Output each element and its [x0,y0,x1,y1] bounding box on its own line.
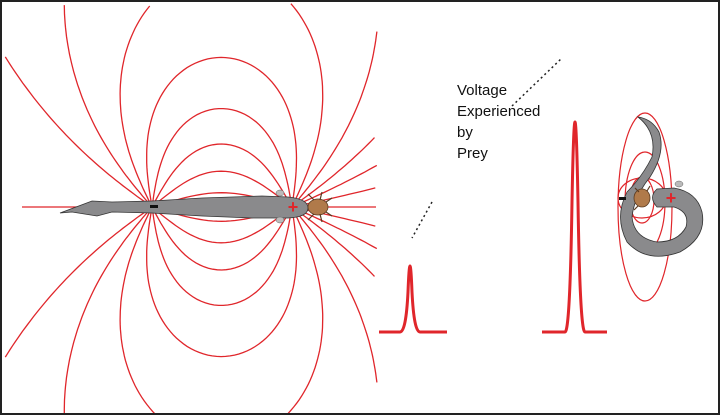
field-line [63,5,378,206]
label-line: by [457,124,473,141]
label-line: Experienced [457,103,541,120]
prey-crayfish-left [307,191,333,223]
field-line [153,170,291,206]
field-line [146,209,298,358]
field-line [151,107,293,205]
field-line [119,208,324,413]
field-line [151,209,293,307]
field-line [294,164,378,207]
field-line [153,208,291,244]
negative-pole [150,205,158,208]
prey-crayfish-right [633,185,651,211]
eel-straight [59,189,309,224]
small-voltage-pulse [379,264,447,334]
field-line [294,207,378,250]
field-line [146,56,298,205]
label-line: Voltage [457,82,508,99]
eel-curled [619,116,704,257]
positive-pole-left: + [288,197,299,217]
voltage-label: Voltage Experienced by Prey [457,80,540,164]
pointer-large-pulse [511,57,563,107]
field-line [153,143,292,205]
field-line [119,3,324,206]
pointer-small-pulse [411,201,433,239]
field-line [4,56,375,206]
negative-pole-curled [619,197,626,200]
large-voltage-pulse [542,120,607,334]
field-line [4,208,375,358]
positive-pole-right: + [666,188,677,208]
field-line [153,209,292,271]
field-lines-straight-eel [4,3,378,413]
field-line [63,208,378,413]
label-line: Prey [457,145,488,162]
